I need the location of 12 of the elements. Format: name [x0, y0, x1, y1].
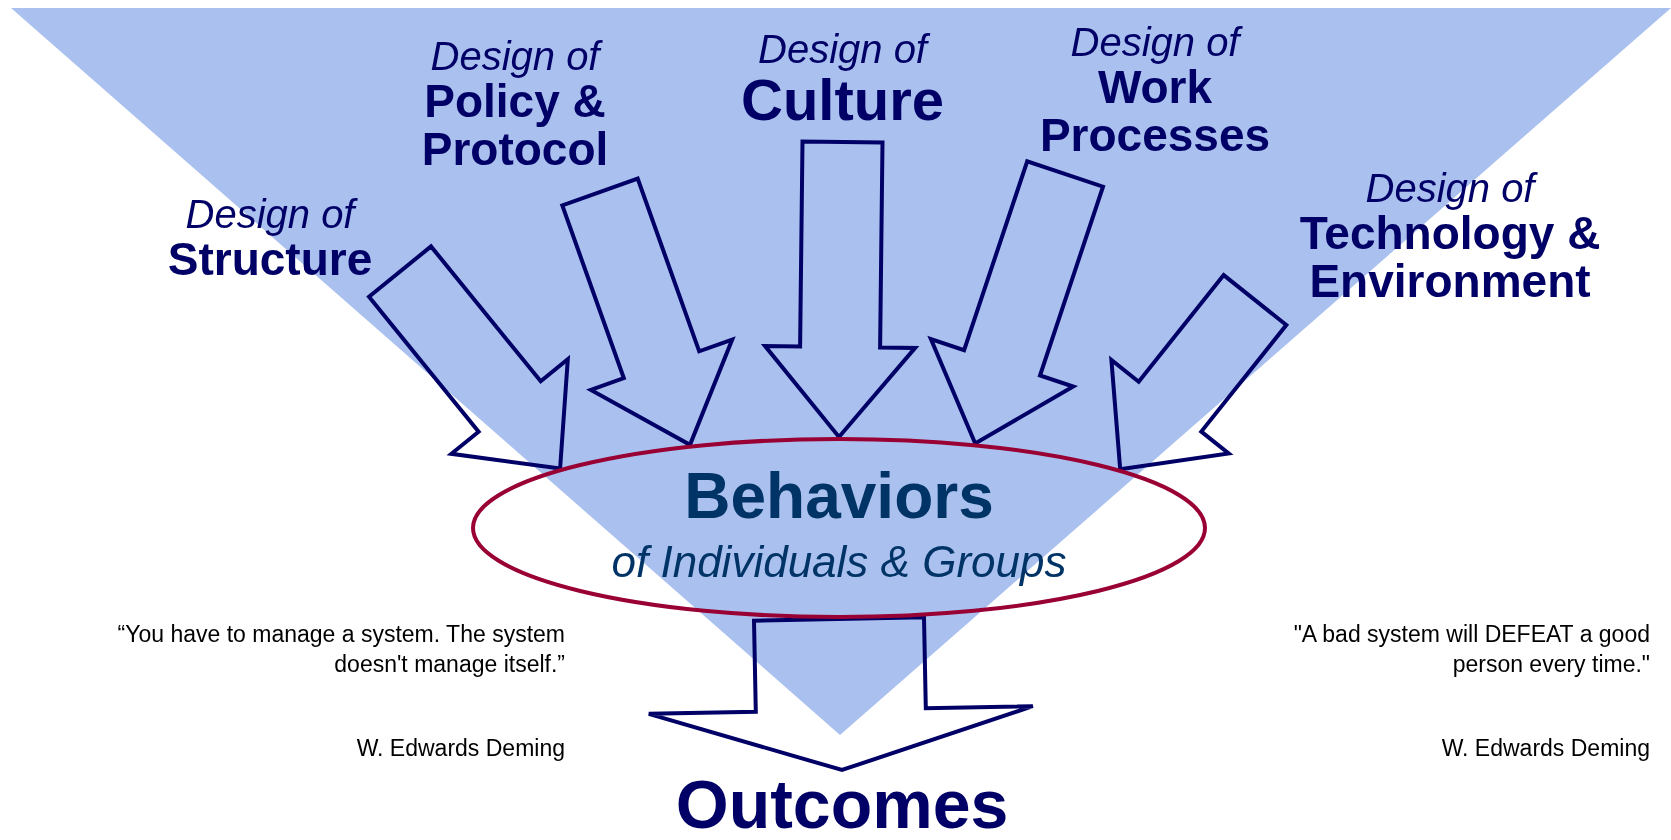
block-arrow	[559, 176, 736, 448]
heading: Behaviors	[684, 463, 994, 531]
quote-author: W. Edwards Deming	[355, 734, 565, 763]
quote-text: "A bad system will DEFEAT a good person every time."	[1292, 620, 1650, 679]
block-arrow	[927, 158, 1106, 447]
block-arrow	[366, 243, 571, 471]
block-arrow	[1109, 272, 1290, 472]
subheading: of Individuals & Groups	[611, 538, 1067, 585]
outcome-heading: Outcomes	[675, 769, 1009, 840]
quote-author: W. Edwards Deming	[1440, 734, 1650, 763]
block-arrow	[646, 615, 1035, 773]
quote-text: “You have to manage a system. The system doesn't manage itself.”	[116, 620, 565, 679]
